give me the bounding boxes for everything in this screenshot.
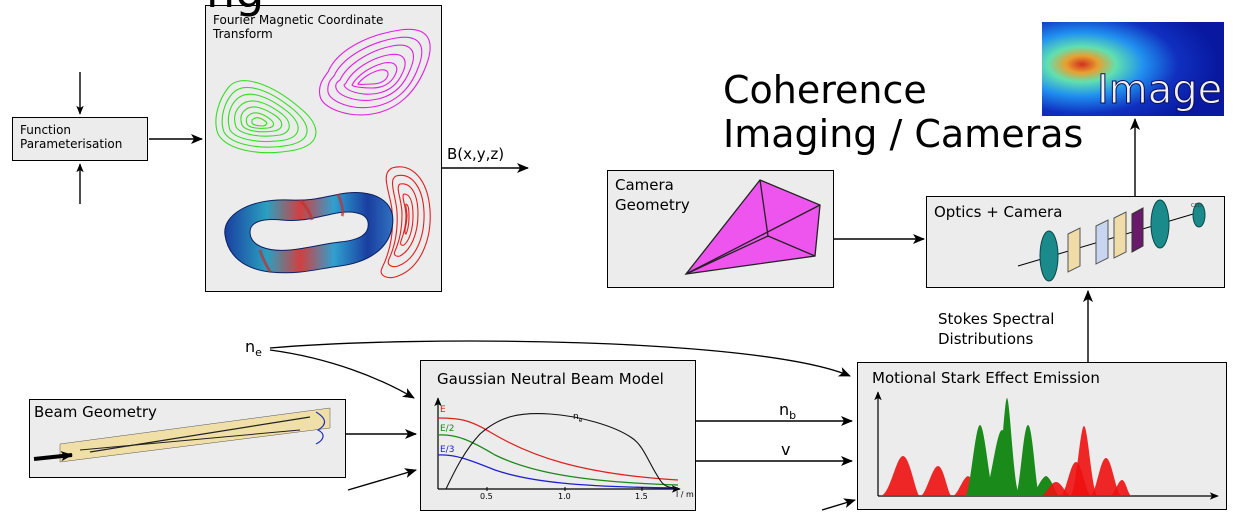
- header-fragment: ng: [206, 0, 264, 18]
- optics-camera-label: Optics + Camera: [934, 203, 1063, 221]
- xtick-1-5: 1.5: [635, 492, 648, 501]
- curve-label-e: E: [440, 405, 446, 415]
- mse-emission-label: Motional Stark Effect Emission: [872, 369, 1100, 387]
- v-output-label: v: [781, 440, 791, 459]
- ne-curve-label: ne: [573, 412, 583, 424]
- stellarator-surface: [224, 192, 394, 274]
- curve-label-e3: E/3: [440, 445, 455, 455]
- green-flux-contours: [215, 80, 317, 154]
- ccd-label: CCD: [1191, 203, 1202, 209]
- curve-label-e2: E/2: [440, 424, 455, 434]
- ne-input-arrows: [269, 340, 851, 399]
- gaussian-output-arrows: [696, 416, 856, 511]
- function-parameterisation-box: [12, 117, 148, 161]
- red-flux-contours: [380, 166, 431, 279]
- beam-geometry-graphic: [33, 407, 331, 463]
- optics-elements: [1017, 199, 1206, 282]
- coherence-imaging-title: Coherence Imaging / Cameras: [723, 68, 1084, 156]
- camera-pyramid: [684, 179, 821, 275]
- mse-spectrum: [874, 391, 1219, 500]
- fourier-transform-label: Fourier Magnetic Coordinate Transform: [213, 13, 384, 41]
- xtick-0-5: 0.5: [480, 492, 493, 501]
- image-label: Image: [1096, 67, 1223, 114]
- gaussian-input-arrows: [346, 429, 417, 491]
- nb-output-label: nb: [779, 400, 797, 423]
- gaussian-beam-model-label: Gaussian Neutral Beam Model: [437, 370, 664, 388]
- xtick-1-0: 1.0: [558, 492, 571, 501]
- beam-geometry-label: Beam Geometry: [34, 403, 157, 421]
- gaussian-beam-model-box: [420, 360, 696, 511]
- gaussian-plot: [434, 397, 681, 493]
- xaxis-label: l / m: [676, 490, 694, 499]
- b-field-label: B(x,y,z): [447, 145, 505, 163]
- ne-input-label: ne: [245, 337, 262, 360]
- magenta-flux-contours: [318, 28, 431, 116]
- function-input-arrows: [76, 72, 203, 204]
- stokes-distributions-label: Stokes Spectral Distributions: [938, 310, 1055, 348]
- image-thumbnail: [1042, 22, 1224, 116]
- camera-geometry-label: Camera Geometry: [615, 176, 690, 214]
- function-parameterisation-label: Function Parameterisation: [20, 123, 123, 151]
